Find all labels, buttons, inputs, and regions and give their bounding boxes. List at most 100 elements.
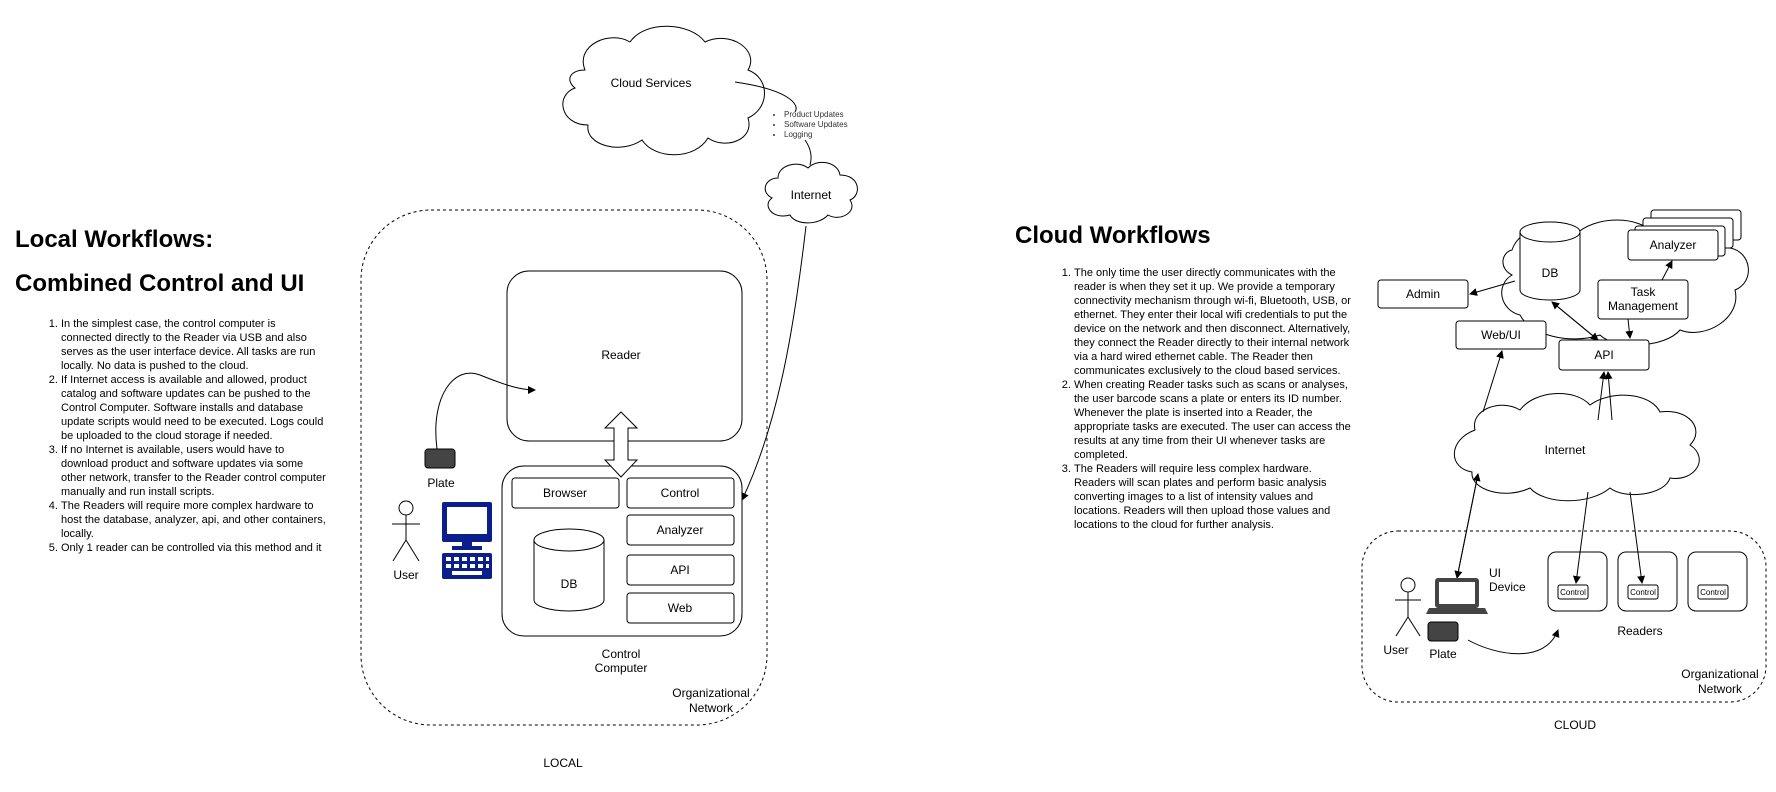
local-org-network bbox=[360, 209, 768, 726]
org-line: Network bbox=[1698, 682, 1743, 696]
browser-label: Browser bbox=[543, 486, 587, 500]
task-management-box bbox=[1597, 279, 1689, 320]
db-cylinder: DB bbox=[533, 528, 605, 612]
laptop-icon bbox=[1426, 578, 1488, 614]
uid-line: Device bbox=[1489, 580, 1526, 594]
analyzer-stack: Analyzer bbox=[1627, 209, 1742, 261]
cloud-db-cylinder: DB bbox=[1519, 221, 1581, 301]
api-label: API bbox=[670, 563, 689, 577]
plate-icon bbox=[424, 448, 456, 469]
uid-line: UI bbox=[1489, 566, 1501, 580]
cc-line: Control bbox=[602, 647, 641, 661]
cloud-db-label: DB bbox=[1542, 266, 1559, 280]
cloud-api-box bbox=[1558, 339, 1650, 371]
reader-control-label: Control bbox=[1560, 588, 1586, 597]
bullet-item: Logging bbox=[784, 130, 848, 140]
reader-control-double-arrow bbox=[603, 411, 639, 478]
internet-to-webui-arrow bbox=[1482, 350, 1504, 413]
cloud-user-label: User bbox=[1383, 643, 1408, 657]
reader-control-label: Control bbox=[1700, 588, 1726, 597]
reader-unit: Control bbox=[1687, 551, 1748, 612]
web-label: Web bbox=[668, 601, 693, 615]
api-box bbox=[626, 554, 735, 586]
reader-label: Reader bbox=[601, 348, 640, 362]
reader-unit: Control bbox=[1617, 551, 1678, 612]
org-line: Organizational bbox=[1681, 667, 1758, 681]
cloud-analyzer-label: Analyzer bbox=[1650, 238, 1697, 252]
webui-box bbox=[1455, 320, 1547, 350]
reader-unit: Control bbox=[1547, 551, 1608, 612]
cloud-steps-list: The only time the user directly communic… bbox=[1054, 266, 1354, 532]
cloud-title: Cloud Workflows bbox=[1015, 222, 1211, 249]
readers-label: Readers bbox=[1617, 624, 1662, 638]
admin-box bbox=[1377, 279, 1469, 309]
internet-cloud: Internet bbox=[764, 161, 858, 224]
org-line: Organizational bbox=[672, 686, 749, 700]
user-label: User bbox=[393, 568, 418, 582]
user-icon bbox=[392, 500, 420, 562]
db-to-admin-arrow bbox=[1469, 280, 1516, 296]
cloud-connector bbox=[734, 81, 797, 113]
cloud-internet: Internet bbox=[1453, 393, 1700, 502]
uidevice-to-internet-arrow bbox=[1456, 473, 1481, 579]
internet-to-reader-arrow bbox=[1572, 491, 1589, 584]
local-step: If Internet access is available and allo… bbox=[61, 373, 326, 443]
cloud-api-label: API bbox=[1594, 348, 1613, 362]
plate-to-reader-arrow bbox=[1467, 629, 1560, 655]
analyzer-label: Analyzer bbox=[657, 523, 704, 537]
local-subtitle: Combined Control and UI bbox=[15, 270, 305, 297]
webui-label: Web/UI bbox=[1481, 328, 1521, 342]
tm-to-api-arrow bbox=[1625, 318, 1634, 339]
cloud-services-bullets: Product Updates Software Updates Logging bbox=[772, 110, 848, 140]
tm-line: Management bbox=[1608, 299, 1679, 313]
cloud-org-network bbox=[1361, 530, 1767, 703]
tm-to-analyzer-arrow bbox=[1661, 260, 1673, 281]
cloud-services-cloud: Cloud Services bbox=[562, 25, 765, 156]
cloud-step: The Readers will require less complex ha… bbox=[1074, 462, 1354, 532]
cloud-caption: CLOUD bbox=[1554, 718, 1596, 732]
browser-box bbox=[511, 477, 620, 509]
internet-link bbox=[804, 139, 812, 166]
internet-to-api-arrow bbox=[1597, 371, 1608, 421]
org-line: Network bbox=[689, 701, 734, 715]
control-label: Control bbox=[661, 486, 700, 500]
cloud-user-icon bbox=[1395, 577, 1421, 637]
local-step: In the simplest case, the control comput… bbox=[61, 317, 326, 373]
local-step: The Readers will require more complex ha… bbox=[61, 499, 326, 541]
bullet-item: Software Updates bbox=[784, 120, 848, 130]
internet-to-control-arrow bbox=[741, 225, 807, 501]
cloud-plate-icon bbox=[1427, 621, 1459, 642]
tm-line: Task bbox=[1631, 285, 1657, 299]
local-internet-label: Internet bbox=[791, 188, 832, 202]
cloud-services-label: Cloud Services bbox=[611, 76, 692, 90]
db-label: DB bbox=[561, 577, 578, 591]
db-to-api-arrow bbox=[1551, 301, 1599, 341]
analyzer-box bbox=[626, 514, 735, 546]
cloud-step: The only time the user directly communic… bbox=[1074, 266, 1354, 378]
local-step: If no Internet is available, users would… bbox=[61, 443, 326, 499]
internet-to-reader-arrow-2 bbox=[1629, 491, 1646, 584]
web-box bbox=[626, 592, 735, 624]
plate-to-reader-arrow bbox=[435, 372, 536, 450]
bullet-item: Product Updates bbox=[784, 110, 848, 120]
local-step: Only 1 reader can be controlled via this… bbox=[61, 541, 326, 555]
cloud-internet-label: Internet bbox=[1545, 443, 1586, 457]
local-title: Local Workflows: bbox=[15, 226, 214, 253]
cloud-step: When creating Reader tasks such as scans… bbox=[1074, 378, 1354, 462]
control-box bbox=[626, 477, 735, 509]
cloud-plate-label: Plate bbox=[1429, 647, 1457, 661]
cc-line: Computer bbox=[595, 661, 648, 675]
reader-control-label: Control bbox=[1630, 588, 1656, 597]
computer-icon bbox=[442, 502, 492, 579]
admin-label: Admin bbox=[1406, 287, 1440, 301]
plate-label: Plate bbox=[427, 476, 455, 490]
internet-to-api-arrow-2 bbox=[1604, 371, 1613, 421]
local-caption: LOCAL bbox=[543, 756, 583, 770]
local-steps-list: In the simplest case, the control comput… bbox=[41, 317, 326, 555]
